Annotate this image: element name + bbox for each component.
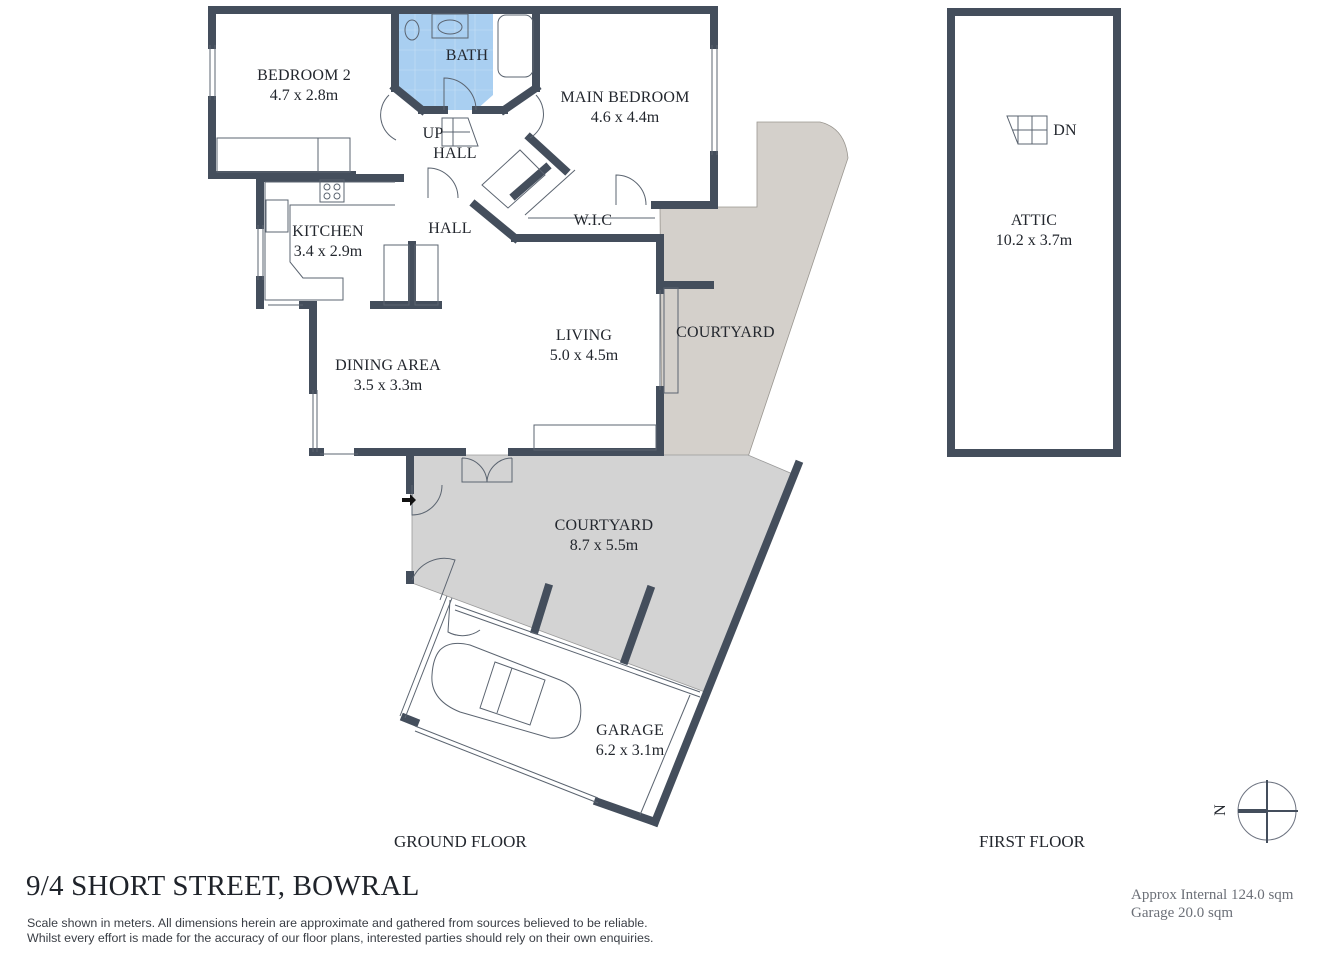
area-summary: Approx Internal 124.0 sqm Garage 20.0 sq…	[1131, 886, 1293, 922]
room-wic: W.I.C	[563, 211, 623, 231]
room-dims: 6.2 x 3.1m	[595, 742, 665, 759]
room-dining-area: DINING AREA 3.5 x 3.3m	[323, 356, 453, 396]
entry-arrow-icon	[402, 494, 416, 506]
room-main-bedroom: MAIN BEDROOM 4.6 x 4.4m	[555, 88, 695, 128]
room-courtyard-main: COURTYARD 8.7 x 5.5m	[544, 516, 664, 556]
room-dims: 3.4 x 2.9m	[293, 243, 363, 260]
compass-icon	[1237, 780, 1298, 843]
disclaimer-line-2: Whilst every effort is made for the accu…	[27, 931, 654, 945]
room-hall-upper: HALL	[425, 144, 485, 164]
room-name: BATH	[445, 47, 489, 64]
first-floor-title: FIRST FLOOR	[979, 832, 1085, 851]
room-name: KITCHEN	[292, 223, 364, 240]
garage-area: Garage 20.0 sqm	[1131, 905, 1234, 921]
bath-area	[398, 12, 493, 110]
room-name: COURTYARD	[676, 324, 775, 341]
room-bath: BATH	[425, 46, 509, 66]
room-dims: 8.7 x 5.5m	[569, 537, 639, 554]
room-name: W.I.C	[573, 212, 613, 229]
stair-down-label: DN	[1053, 122, 1077, 139]
room-name: HALL	[433, 145, 477, 162]
disclaimer: Scale shown in meters. All dimensions he…	[27, 916, 654, 946]
room-name: HALL	[428, 220, 472, 237]
room-name: ATTIC	[1010, 212, 1058, 229]
room-courtyard-side: COURTYARD	[668, 323, 783, 343]
room-name: LIVING	[555, 327, 613, 344]
room-name: COURTYARD	[554, 517, 654, 534]
room-dims: 10.2 x 3.7m	[995, 232, 1073, 249]
room-kitchen: KITCHEN 3.4 x 2.9m	[278, 222, 378, 262]
room-dims: 4.7 x 2.8m	[269, 87, 339, 104]
stair-up-label: UP	[422, 125, 444, 142]
room-living: LIVING 5.0 x 4.5m	[534, 326, 634, 366]
compass-north-label: N	[1212, 804, 1229, 816]
room-name: GARAGE	[596, 722, 664, 739]
room-hall-lower: HALL	[420, 219, 480, 239]
ground-floor-title: GROUND FLOOR	[394, 832, 527, 851]
room-dims: 3.5 x 3.3m	[353, 377, 423, 394]
courtyard-side-area	[659, 121, 849, 458]
room-garage: GARAGE 6.2 x 3.1m	[580, 721, 680, 761]
room-name: MAIN BEDROOM	[560, 89, 690, 106]
room-bedroom-2: BEDROOM 2 4.7 x 2.8m	[244, 66, 364, 106]
room-attic: ATTIC 10.2 x 3.7m	[974, 211, 1094, 251]
internal-area: Approx Internal 124.0 sqm	[1131, 887, 1294, 903]
room-dims: 5.0 x 4.5m	[549, 347, 619, 364]
courtyard-main-area	[411, 454, 796, 693]
room-name: DINING AREA	[335, 357, 441, 374]
room-dims: 4.6 x 4.4m	[590, 109, 660, 126]
disclaimer-line-1: Scale shown in meters. All dimensions he…	[27, 916, 648, 930]
room-name: BEDROOM 2	[257, 67, 351, 84]
property-address: 9/4 SHORT STREET, BOWRAL	[26, 870, 420, 902]
